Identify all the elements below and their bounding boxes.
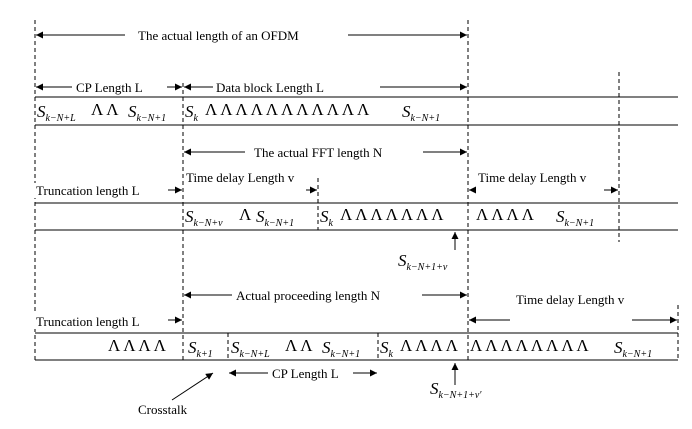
symbol-s-k: Sk — [185, 102, 199, 124]
label-background — [136, 402, 190, 417]
dimension-labels: The actual length of an OFDM CP Length L… — [34, 28, 627, 417]
symbol-lambda-run-r3c: Λ Λ Λ Λ Λ Λ Λ Λ — [470, 336, 589, 355]
symbol-lambda-single: Λ — [239, 205, 252, 224]
row-3-symbols: Λ Λ Λ Λ Sk+1 Sk−N+L Λ Λ Sk−N+1 Sk Λ Λ Λ … — [108, 336, 652, 401]
label-background — [34, 314, 142, 329]
symbol-s-k-n-1-vp: Sk−N+1+v′ — [430, 379, 482, 401]
row-1-symbols: Sk−N+L Λ Λ Sk−N+1 Sk Λ Λ Λ Λ Λ Λ Λ Λ Λ Λ… — [37, 100, 440, 124]
symbol-s-k-n-1-r2: Sk−N+1 — [256, 207, 294, 229]
symbol-s-k-n-1-end: Sk−N+1 — [402, 102, 440, 124]
arrow-crosstalk — [171, 372, 214, 401]
symbol-s-k-n-1-r3-end: Sk−N+1 — [614, 338, 652, 360]
label-truncation-1: Truncation length L — [36, 183, 140, 198]
label-background — [514, 292, 627, 307]
label-background — [270, 366, 341, 381]
symbol-lambda-pair-r3: Λ Λ — [285, 336, 313, 355]
row-2-symbols: Sk−N+v Λ Sk−N+1 Sk Λ Λ Λ Λ Λ Λ Λ Λ Λ Λ Λ… — [185, 205, 594, 273]
symbol-lambda-run-r2a: Λ Λ Λ Λ Λ Λ Λ — [340, 205, 444, 224]
symbol-s-k-n-v: Sk−N+v — [185, 207, 223, 229]
symbol-s-k-n-1-v: Sk−N+1+v — [398, 251, 448, 273]
label-background — [184, 170, 297, 185]
symbol-s-k-n-1-r3: Sk−N+1 — [322, 338, 360, 360]
symbol-s-k-n-1-r2-end: Sk−N+1 — [556, 207, 594, 229]
label-background — [136, 28, 302, 43]
symbol-lambda-pair: Λ Λ — [91, 100, 119, 119]
label-data-block: Data block Length L — [216, 80, 324, 95]
dimension-arrows — [36, 31, 677, 401]
symbol-lambda-run-r2b: Λ Λ Λ Λ — [476, 205, 535, 224]
symbol-lambda-run: Λ Λ Λ Λ Λ Λ Λ Λ Λ Λ Λ — [205, 100, 370, 119]
symbol-s-k-r3: Sk — [380, 338, 394, 360]
symbol-s-k-r2: Sk — [320, 207, 334, 229]
signal-rails — [35, 96, 678, 361]
label-cp-top: CP Length L — [76, 80, 143, 95]
symbol-lambda-run-r3b: Λ Λ Λ Λ — [400, 336, 459, 355]
label-crosstalk: Crosstalk — [138, 402, 188, 417]
symbol-s-k-plus-1: Sk+1 — [188, 338, 213, 360]
label-time-delay-1: Time delay Length v — [186, 170, 295, 185]
label-proceeding-length: Actual proceeding length N — [236, 288, 381, 303]
symbol-s-k-n-l: Sk−N+L — [37, 102, 76, 124]
label-background — [214, 80, 326, 95]
label-background — [34, 183, 142, 198]
label-truncation-2: Truncation length L — [36, 314, 140, 329]
label-fft-length: The actual FFT length N — [254, 145, 383, 160]
label-cp-bottom: CP Length L — [272, 366, 339, 381]
label-actual-length: The actual length of an OFDM — [138, 28, 299, 43]
label-background — [234, 288, 383, 303]
symbol-s-k-n-l-r3: Sk−N+L — [231, 338, 270, 360]
label-background — [74, 80, 145, 95]
label-time-delay-2: Time delay Length v — [478, 170, 587, 185]
symbol-lambda-run-r3a: Λ Λ Λ Λ — [108, 336, 167, 355]
label-background — [476, 170, 589, 185]
symbol-s-k-n-1: Sk−N+1 — [128, 102, 166, 124]
label-time-delay-3: Time delay Length v — [516, 292, 625, 307]
label-background — [252, 145, 385, 160]
